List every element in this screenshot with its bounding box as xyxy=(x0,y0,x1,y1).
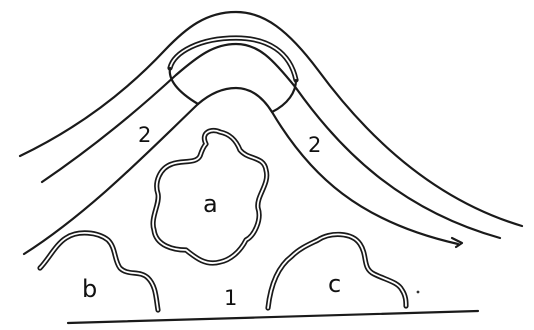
label-region-1: 1 xyxy=(224,286,237,310)
label-shape-a: a xyxy=(203,190,218,218)
label-layer-2-right: 2 xyxy=(308,133,321,157)
cap-left-wall xyxy=(170,68,198,104)
small-dot xyxy=(417,291,420,294)
label-shape-c: c xyxy=(328,270,341,298)
label-layer-2-left: 2 xyxy=(138,123,151,147)
inner-arch xyxy=(24,88,458,254)
label-shape-b: b xyxy=(82,275,97,303)
base-line xyxy=(68,311,478,323)
middle-arch xyxy=(42,44,500,238)
